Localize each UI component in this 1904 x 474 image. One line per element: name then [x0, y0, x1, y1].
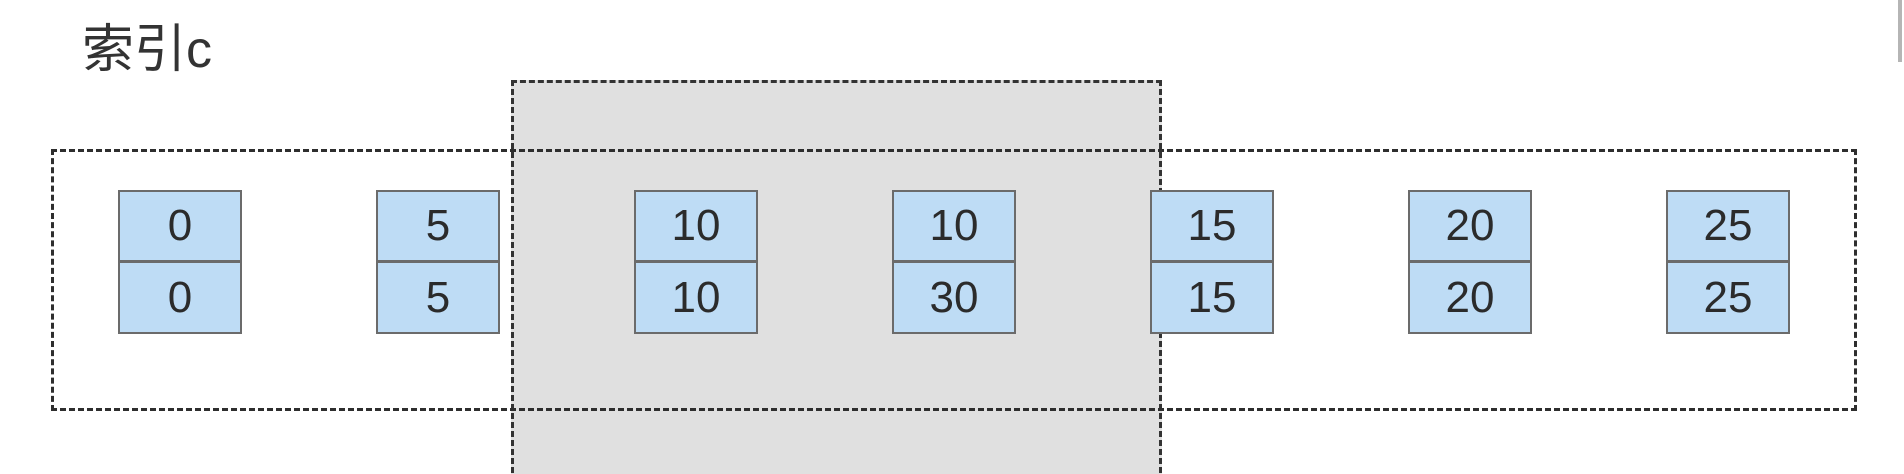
- cell-top-value[interactable]: 5: [376, 190, 500, 262]
- cell-top-value[interactable]: 25: [1666, 190, 1790, 262]
- cell-top-value[interactable]: 0: [118, 190, 242, 262]
- array-cells-row: 0 0 5 5 10 10 10 30 15 15 20 20 25 25: [51, 190, 1857, 365]
- cell-top-value[interactable]: 10: [634, 190, 758, 262]
- cell-bottom-value[interactable]: 15: [1150, 262, 1274, 334]
- cell-bottom-value[interactable]: 30: [892, 262, 1016, 334]
- array-cell-pair[interactable]: 5 5: [376, 190, 500, 334]
- array-cell-pair[interactable]: 10 10: [634, 190, 758, 334]
- cell-bottom-value[interactable]: 25: [1666, 262, 1790, 334]
- array-cell-pair[interactable]: 25 25: [1666, 190, 1790, 334]
- array-cell-pair[interactable]: 10 30: [892, 190, 1016, 334]
- array-cell-pair[interactable]: 20 20: [1408, 190, 1532, 334]
- cell-top-value[interactable]: 10: [892, 190, 1016, 262]
- cell-bottom-value[interactable]: 10: [634, 262, 758, 334]
- cell-top-value[interactable]: 20: [1408, 190, 1532, 262]
- cell-top-value[interactable]: 15: [1150, 190, 1274, 262]
- page-title: 索引c: [82, 21, 213, 79]
- cell-bottom-value[interactable]: 20: [1408, 262, 1532, 334]
- panel-edge-sliver[interactable]: [1898, 0, 1902, 62]
- array-cell-pair[interactable]: 15 15: [1150, 190, 1274, 334]
- array-outer-container: [51, 149, 1857, 411]
- cell-bottom-value[interactable]: 5: [376, 262, 500, 334]
- cell-bottom-value[interactable]: 0: [118, 262, 242, 334]
- array-cell-pair[interactable]: 0 0: [118, 190, 242, 334]
